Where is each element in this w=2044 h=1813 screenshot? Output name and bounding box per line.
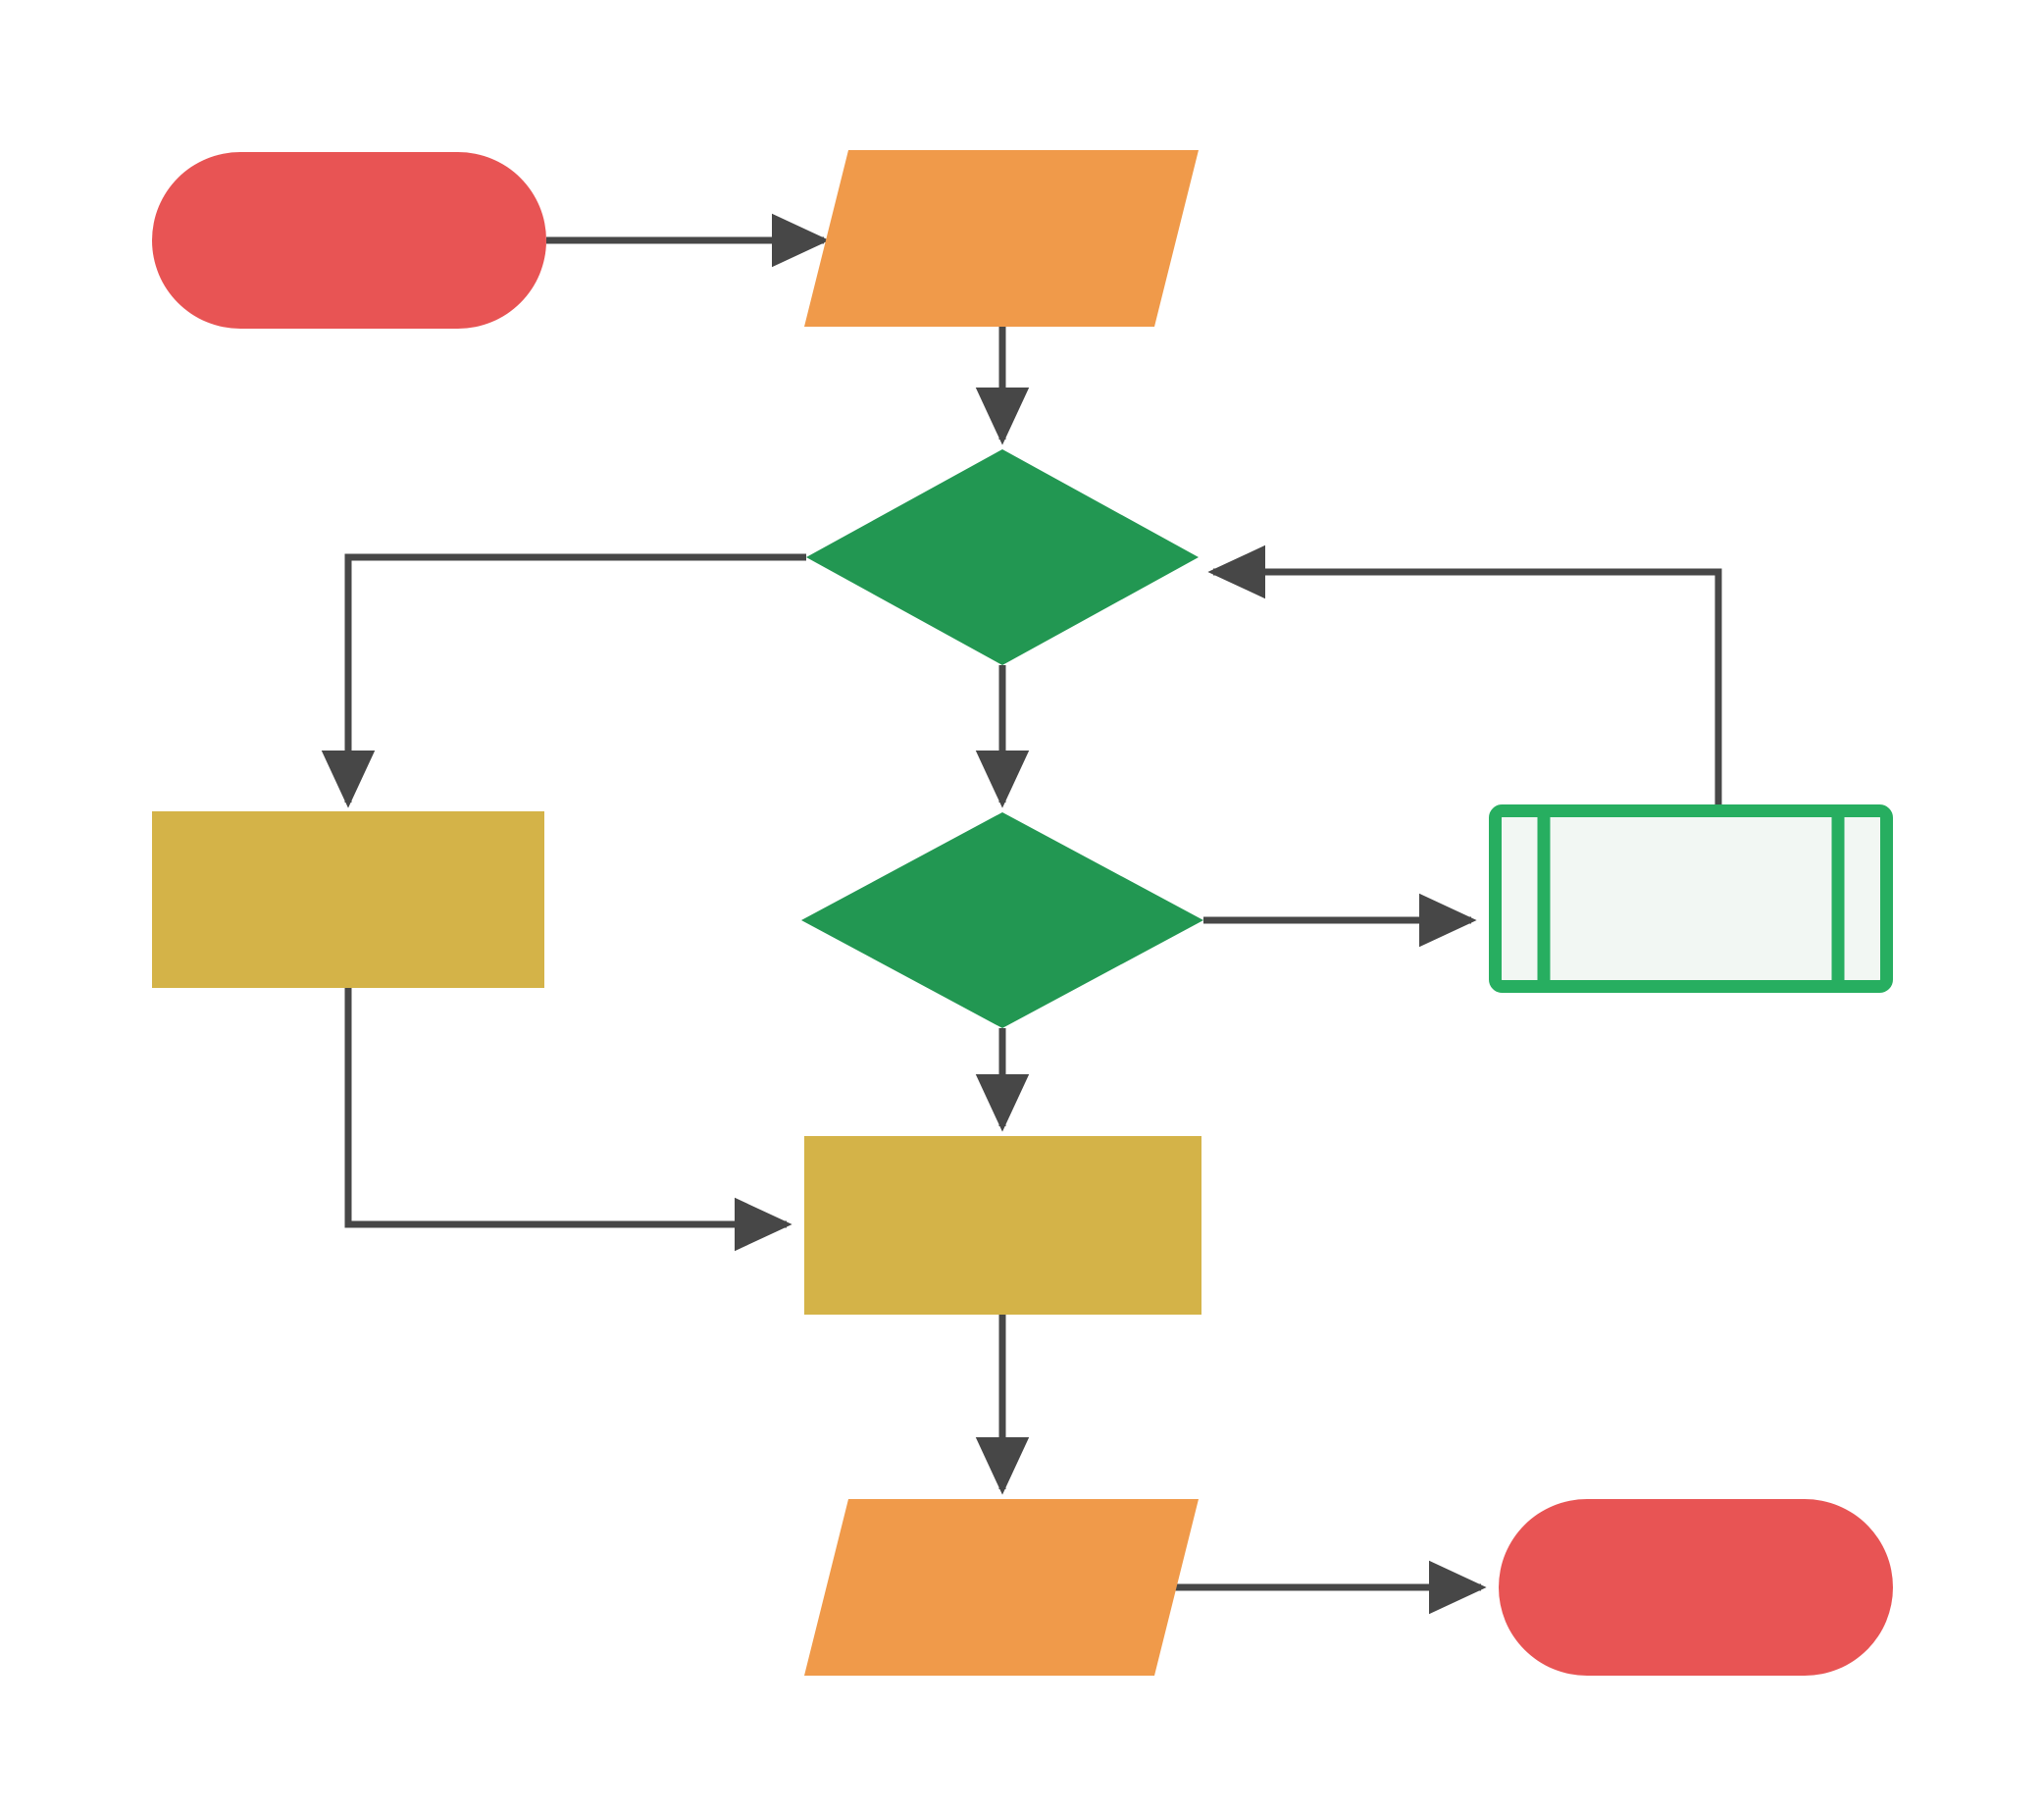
decision-diamond-shape	[806, 449, 1199, 665]
e-subroutine-decision1[interactable]	[1207, 544, 1722, 804]
io-parallelogram-shape	[804, 150, 1199, 327]
terminator-shape	[152, 152, 546, 329]
node-decision-2[interactable]	[801, 812, 1203, 1028]
node-start[interactable]	[152, 152, 546, 329]
decision-diamond-shape	[801, 812, 1203, 1028]
node-process-center[interactable]	[804, 1136, 1201, 1315]
edge-line	[1207, 544, 1722, 804]
node-decision-1[interactable]	[806, 449, 1199, 665]
edge-line	[321, 553, 806, 808]
io-parallelogram-shape	[804, 1499, 1199, 1676]
terminator-shape	[1499, 1499, 1893, 1676]
node-input-1[interactable]	[804, 150, 1199, 327]
e-left-center[interactable]	[344, 988, 792, 1252]
edges-layer	[321, 213, 1722, 1615]
node-end[interactable]	[1499, 1499, 1893, 1676]
edge-line	[344, 988, 792, 1252]
node-process-left[interactable]	[152, 811, 544, 988]
node-output-1[interactable]	[804, 1499, 1199, 1676]
nodes-layer	[152, 150, 1893, 1676]
node-subroutine[interactable]	[1489, 804, 1893, 993]
subroutine-outer-box	[1489, 804, 1893, 993]
process-rect-shape	[804, 1136, 1201, 1315]
process-rect-shape	[152, 811, 544, 988]
e-decision1-left[interactable]	[321, 553, 806, 808]
